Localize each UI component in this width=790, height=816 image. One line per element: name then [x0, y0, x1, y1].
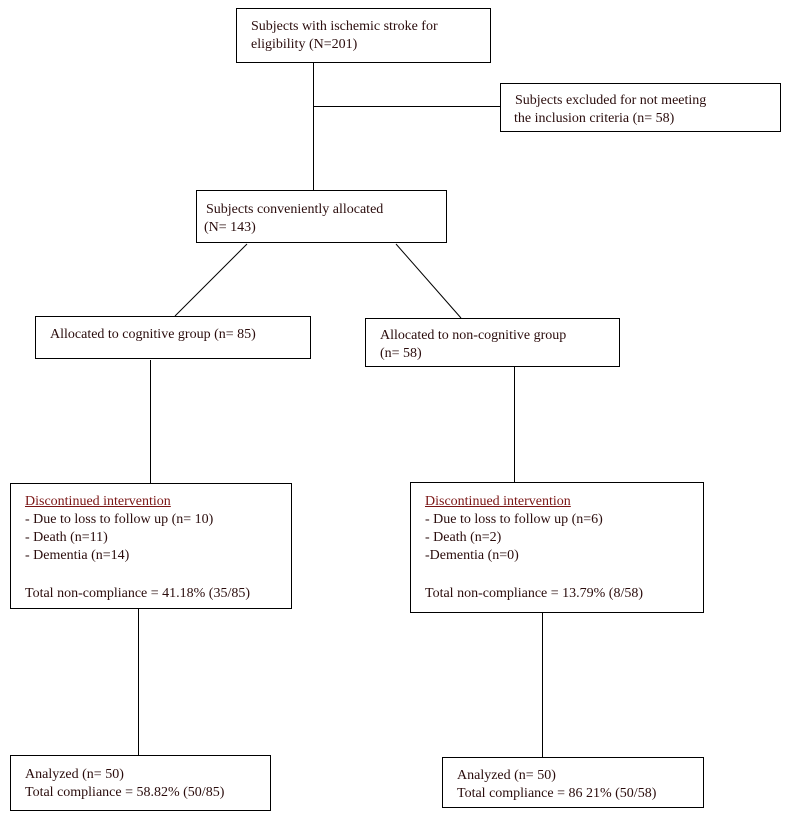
eligibility-box: Subjects with ischemic stroke for eligib… [236, 8, 491, 63]
allocated-line2: (N= 143) [204, 220, 256, 235]
discontinued-cognitive-heading: Discontinued intervention [25, 494, 171, 509]
excluded-line1: Subjects excluded for not meeting [515, 93, 707, 108]
analyzed-non-cognitive-line1: Analyzed (n= 50) [457, 768, 556, 783]
discontinued-cognitive-box: Discontinued intervention - Due to loss … [10, 483, 292, 609]
discontinued-non-cognitive-total: Total non-compliance = 13.79% (8/58) [425, 586, 644, 601]
discontinued-cognitive-item: - Dementia (n=14) [25, 548, 130, 563]
discontinued-non-cognitive-item: -Dementia (n=0) [425, 548, 519, 563]
discontinued-non-cognitive-item: - Death (n=2) [425, 530, 502, 545]
discontinued-non-cognitive-heading: Discontinued intervention [425, 494, 571, 509]
non-cognitive-line2: (n= 58) [380, 346, 422, 361]
allocated-line1: Subjects conveniently allocated [206, 202, 384, 217]
eligibility-line2: eligibility (N=201) [251, 37, 358, 52]
analyzed-non-cognitive-line2: Total compliance = 86 21% (50/58) [457, 786, 657, 801]
analyzed-non-cognitive-box: Analyzed (n= 50) Total compliance = 86 2… [442, 757, 704, 808]
discontinued-cognitive-item: - Due to loss to follow up (n= 10) [25, 512, 214, 527]
cognitive-line1: Allocated to cognitive group (n= 85) [50, 327, 256, 342]
non-cognitive-line1: Allocated to non-cognitive group [380, 328, 567, 343]
analyzed-cognitive-line2: Total compliance = 58.82% (50/85) [25, 785, 225, 800]
discontinued-cognitive-total: Total non-compliance = 41.18% (35/85) [25, 586, 251, 601]
eligibility-line1: Subjects with ischemic stroke for [251, 19, 438, 34]
allocated-box: Subjects conveniently allocated (N= 143) [196, 190, 447, 243]
excluded-line2: the inclusion criteria (n= 58) [514, 111, 675, 126]
cognitive-group-box: Allocated to cognitive group (n= 85) [35, 316, 311, 359]
non-cognitive-group-box: Allocated to non-cognitive group (n= 58) [365, 318, 620, 367]
excluded-box: Subjects excluded for not meeting the in… [500, 83, 781, 132]
discontinued-non-cognitive-box: Discontinued intervention - Due to loss … [410, 482, 704, 613]
discontinued-non-cognitive-item: - Due to loss to follow up (n=6) [425, 512, 603, 527]
connector-allocated-cognitive [174, 243, 248, 317]
connector-allocated-non-cognitive [395, 243, 462, 319]
discontinued-cognitive-item: - Death (n=11) [25, 530, 108, 545]
analyzed-cognitive-box: Analyzed (n= 50) Total compliance = 58.8… [10, 755, 271, 811]
analyzed-cognitive-line1: Analyzed (n= 50) [25, 767, 124, 782]
